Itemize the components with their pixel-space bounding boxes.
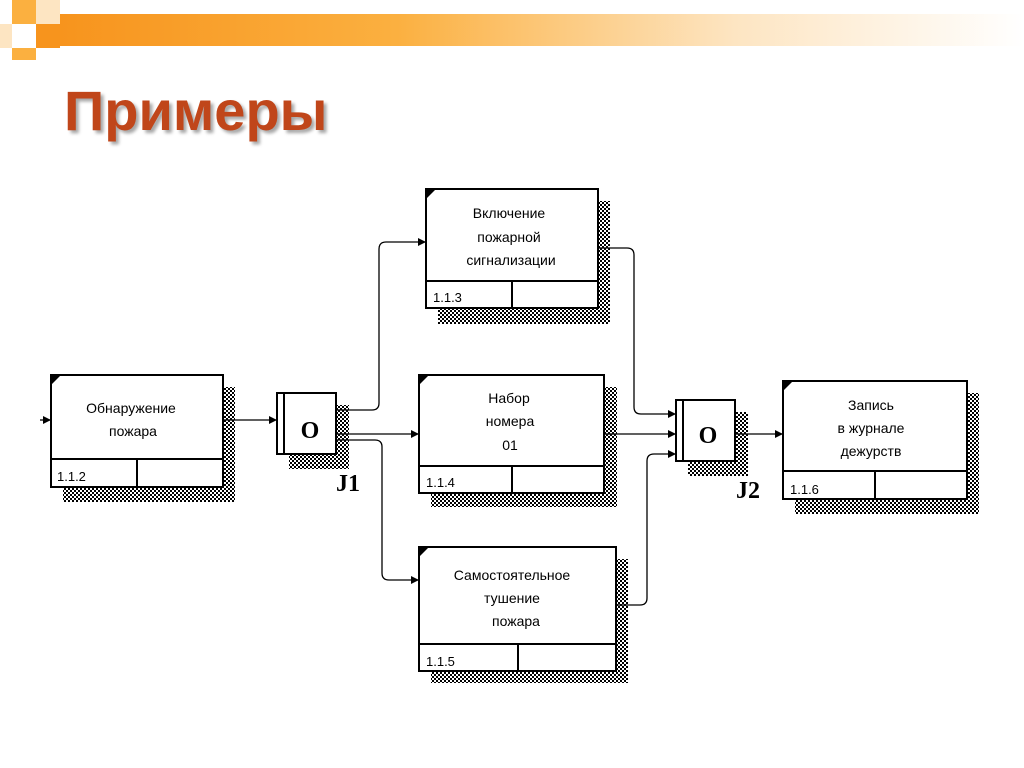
box-1-1-6: Запись в журнале дежурств 1.1.6: [782, 380, 979, 514]
junction-label: J1: [336, 471, 360, 497]
arrow-113-to-j2: [598, 247, 676, 418]
box-label-line: сигнализации: [466, 252, 555, 268]
box-id: 1.1.5: [426, 654, 455, 669]
box-label-line: тушение: [484, 590, 540, 606]
junction-label: J2: [736, 478, 760, 504]
box-label-line: 01: [502, 437, 518, 453]
junction-type: O: [301, 418, 320, 444]
box-label-line: Набор: [488, 390, 530, 406]
box-label-line: в журнале: [838, 420, 905, 436]
box-label-line: Обнаружение: [86, 400, 176, 416]
box-label-line: пожарной: [477, 229, 541, 245]
arrows: [40, 238, 783, 606]
box-1-1-4: Набор номера 01 1.1.4: [418, 374, 617, 507]
box-label-line: пожара: [109, 423, 157, 439]
box-id: 1.1.2: [57, 469, 86, 484]
box-1-1-5: Самостоятельное тушение пожара 1.1.5: [418, 546, 628, 683]
corner-decoration: [0, 0, 60, 60]
box-label-line: Запись: [848, 397, 894, 413]
box-id: 1.1.4: [426, 475, 455, 490]
box-id: 1.1.6: [790, 482, 819, 497]
box-1-1-2: Обнаружение пожара 1.1.2: [50, 374, 235, 502]
arrow-j1-to-113: [336, 238, 426, 411]
box-label-line: номера: [486, 413, 535, 429]
arrow-115-to-j2: [616, 450, 676, 606]
box-id: 1.1.3: [433, 290, 462, 305]
arrow-j1-to-115: [336, 439, 419, 584]
box-label-line: Включение: [473, 205, 546, 221]
header-bar: [60, 14, 1024, 46]
junction-frame: [276, 392, 337, 455]
junction-j1: O J1: [276, 392, 360, 497]
box-label-line: Самостоятельное: [454, 567, 571, 583]
junction-frame: [675, 399, 736, 462]
junction-type: O: [699, 423, 718, 449]
junction-j2: O J2: [675, 399, 760, 504]
box-1-1-3: Включение пожарной сигнализации 1.1.3: [425, 188, 610, 324]
box-label-line: пожара: [492, 613, 540, 629]
box-label-line: дежурств: [841, 443, 902, 459]
slide-title: Примеры: [64, 79, 328, 142]
